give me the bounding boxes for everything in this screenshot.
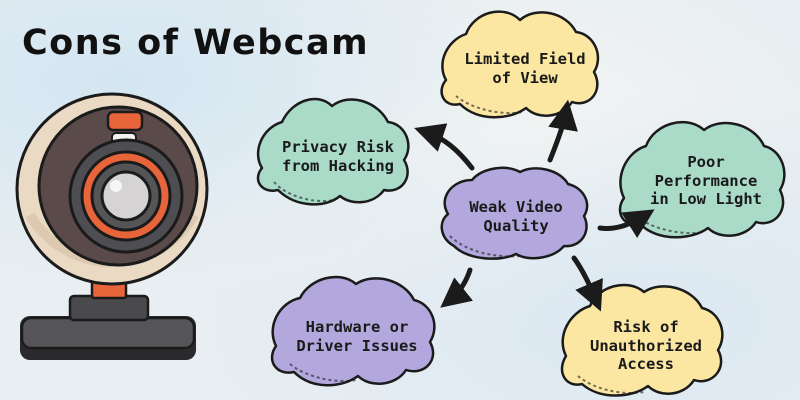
cloud-center — [440, 166, 589, 260]
page-title: Cons of Webcam — [22, 23, 370, 63]
node-lowlight-line-2: Performance — [654, 171, 758, 190]
arrow-to-field — [547, 99, 578, 163]
arrow-to-access — [571, 255, 603, 312]
node-center-line-1: Weak Video — [469, 198, 563, 217]
node-access: Risk of Unauthorized Access — [568, 306, 724, 386]
node-center: Weak Video Quality — [446, 182, 586, 252]
node-access-line-1: Risk of — [613, 317, 679, 336]
node-hardware: Hardware or Driver Issues — [280, 300, 434, 374]
cloud-field — [440, 10, 600, 119]
arrow-to-privacy — [414, 123, 475, 171]
node-access-line-2: Unauthorized — [590, 336, 702, 355]
cloud-lowlight — [618, 120, 786, 239]
webcam-illustration — [15, 92, 209, 360]
webcam-base — [20, 278, 196, 360]
cloud-hardware — [270, 275, 436, 387]
node-privacy: Privacy Risk from Hacking — [268, 120, 408, 194]
node-privacy-line-2: from Hacking — [282, 157, 394, 175]
arrow-to-lowlight — [597, 209, 655, 238]
connector-arrows — [414, 99, 655, 312]
cloud-privacy — [256, 97, 410, 206]
node-lowlight: Poor Performance in Low Light — [626, 140, 786, 222]
node-hardware-line-1: Hardware or — [305, 318, 409, 337]
node-field: Limited Field of View — [450, 32, 600, 106]
node-privacy-line-1: Privacy Risk — [282, 138, 394, 157]
node-field-line-2: of View — [492, 69, 558, 87]
node-hardware-line-2: Driver Issues — [296, 337, 418, 355]
arrow-to-hardware — [440, 267, 474, 308]
node-access-line-3: Access — [617, 355, 674, 374]
webcam-lens — [68, 138, 184, 254]
node-center-line-2: Quality — [483, 217, 549, 235]
cloud-access — [560, 283, 724, 397]
node-field-line-1: Limited Field — [464, 50, 586, 69]
node-lowlight-line-1: Poor — [687, 152, 725, 171]
node-lowlight-line-3: in Low Light — [650, 190, 762, 209]
